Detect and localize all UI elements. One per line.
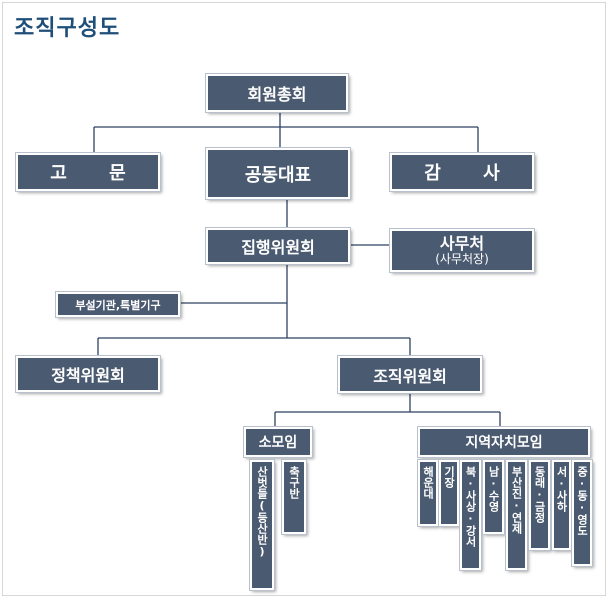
policy-committee-label: 정책위원회 bbox=[51, 366, 125, 385]
small-groups-label: 소모임 bbox=[258, 435, 298, 451]
regional-item: 부산진·연제 bbox=[505, 459, 528, 571]
regional-item-label: 서·사하 bbox=[555, 466, 568, 512]
regional-groups-label: 지역자치모임 bbox=[465, 435, 543, 451]
policy-committee-box: 정책위원회 bbox=[15, 355, 161, 393]
organization-committee-box: 조직위원회 bbox=[337, 355, 483, 394]
regional-item: 해운대 bbox=[417, 459, 439, 527]
regional-item: 서·사하 bbox=[551, 459, 572, 551]
regional-item-label: 중·동·영도 bbox=[575, 466, 589, 536]
regional-item: 동래·금정 bbox=[528, 459, 551, 551]
regional-item-label: 기장 bbox=[442, 466, 456, 488]
regional-item: 중·동·영도 bbox=[571, 459, 593, 567]
general-assembly-label: 회원총회 bbox=[247, 85, 307, 104]
co-representative-box: 공동대표 bbox=[205, 147, 351, 200]
regional-item-label: 남·수영 bbox=[487, 466, 500, 512]
page-title: 조직구성도 bbox=[14, 16, 121, 41]
regional-item: 기장 bbox=[438, 459, 460, 527]
auditor-box: 감 사 bbox=[389, 152, 535, 192]
small-group-item: 산벗들(등산반) bbox=[249, 459, 275, 591]
regional-item-label: 해운대 bbox=[421, 466, 435, 499]
regional-item: 남·수영 bbox=[482, 459, 505, 535]
small-group-item: 축구반 bbox=[281, 459, 307, 535]
regional-item-label: 부산진·연제 bbox=[510, 466, 523, 534]
secretariat-label: 사무처 bbox=[439, 234, 485, 254]
advisor-label: 고 문 bbox=[50, 163, 144, 184]
secretariat-sub-label: (사무처장) bbox=[435, 251, 489, 266]
small-groups-box: 소모임 bbox=[243, 426, 313, 458]
organization-committee-label: 조직위원회 bbox=[373, 366, 447, 386]
co-representative-label: 공동대표 bbox=[244, 164, 312, 186]
regional-item-label: 동래·금정 bbox=[533, 466, 546, 523]
regional-groups-box: 지역자치모임 bbox=[417, 426, 591, 458]
advisor-box: 고 문 bbox=[15, 152, 161, 192]
executive-committee-box: 집행위원회 bbox=[205, 227, 351, 265]
auditor-label: 감 사 bbox=[424, 163, 518, 184]
small-group-item-label: 산벗들(등산반) bbox=[255, 466, 269, 558]
secretariat-box: 사무처 (사무처장) bbox=[389, 228, 535, 273]
small-group-item-label: 축구반 bbox=[287, 466, 301, 499]
general-assembly-box: 회원총회 bbox=[205, 73, 349, 113]
regional-item: 북·사상·강서 bbox=[459, 459, 482, 571]
regional-item-label: 북·사상·강서 bbox=[464, 466, 477, 547]
affiliated-box: 부설기관,특별기구 bbox=[55, 291, 181, 318]
affiliated-label: 부설기관,특별기구 bbox=[75, 298, 161, 312]
executive-committee-label: 집행위원회 bbox=[241, 238, 315, 257]
